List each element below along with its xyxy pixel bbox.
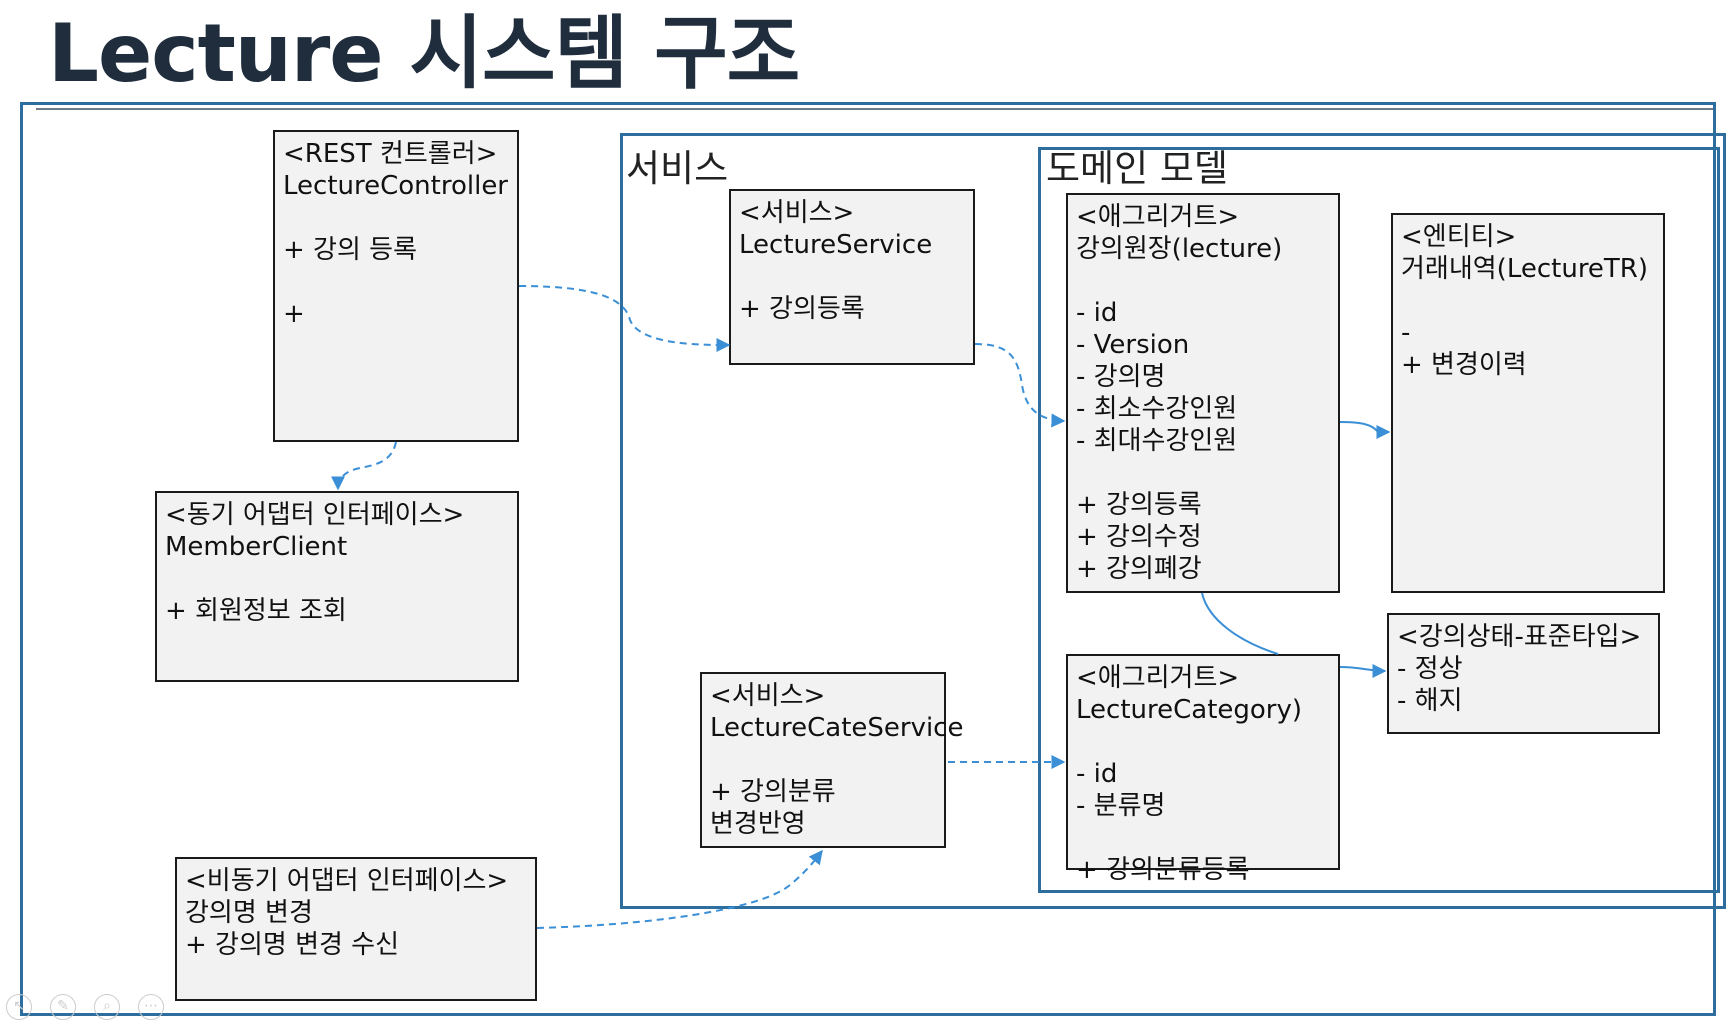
box-text-line: 강의명 변경 — [185, 898, 313, 928]
box-text-line: <애그리거트> — [1076, 202, 1240, 232]
service-to-lecture-aggregate-arrow — [974, 343, 1066, 428]
box-text-line: LectureCategory) — [1076, 695, 1303, 725]
box-text-line: - — [1401, 318, 1411, 348]
box-text-line: <강의상태-표준타입> — [1397, 622, 1642, 652]
service-frame — [620, 133, 1726, 909]
box-text-line: LectureController — [283, 171, 508, 201]
box-text-line: - 최소수강인원 — [1076, 394, 1238, 424]
box-text-line: + 강의분류 — [710, 777, 836, 807]
slide-toolbar: ↖ ✎ ⌕ ⋯ — [6, 994, 182, 1022]
category-aggregate-to-status-arrow — [1339, 663, 1387, 678]
pen-icon[interactable]: ✎ — [50, 994, 76, 1020]
box-text-line: <서비스> — [739, 198, 855, 228]
box-text-line: + — [283, 299, 305, 329]
box-text-line: LectureCateService — [710, 713, 964, 743]
box-text-line: + 강의폐강 — [1076, 554, 1202, 584]
service-frame-label: 서비스 — [626, 147, 729, 190]
box-text-line: - Version — [1076, 330, 1190, 360]
member-client-box: <동기 어댑터 인터페이스>MemberClient + 회원정보 조회 — [155, 491, 519, 682]
async-adapter-to-cate-service-arrow — [536, 849, 823, 929]
box-text-line: - 강의명 — [1076, 362, 1166, 392]
async-adapter-box: <비동기 어댑터 인터페이스>강의명 변경+ 강의명 변경 수신 — [175, 857, 537, 1001]
controller-to-service-arrow — [518, 285, 731, 352]
controller-to-member-client-arrow — [331, 441, 397, 491]
zoom-icon[interactable]: ⌕ — [94, 994, 120, 1020]
box-text-line: + 강의명 변경 수신 — [185, 930, 400, 960]
box-text-line: LectureService — [739, 230, 933, 260]
status-type-box: <강의상태-표준타입>- 정상- 해지 — [1387, 613, 1660, 734]
pointer-icon[interactable]: ↖ — [6, 994, 32, 1020]
lecture-aggregate-to-transaction-arrow — [1339, 421, 1391, 439]
box-text-line: <동기 어댑터 인터페이스> — [165, 500, 465, 530]
box-text-line: + 회원정보 조회 — [165, 596, 347, 626]
box-text-line: - id — [1076, 759, 1118, 789]
box-text-line: - 분류명 — [1076, 791, 1166, 821]
box-text-line: + 강의 등록 — [283, 235, 417, 265]
lecture-controller-box: <REST 컨트롤러>LectureController + 강의 등록 + — [273, 130, 519, 442]
box-text-line: 강의원장(lecture) — [1076, 234, 1283, 264]
box-text-line: + 강의수정 — [1076, 522, 1202, 552]
domain-model-frame — [1038, 147, 1720, 893]
category-aggregate-box: <애그리거트>LectureCategory) - id- 분류명 + 강의분류등록 — [1066, 654, 1340, 885]
box-text-line: <서비스> — [710, 681, 826, 711]
box-text-line: 거래내역(LectureTR) — [1401, 254, 1649, 284]
lecture-service-box: <서비스>LectureService + 강의등록 — [729, 189, 975, 365]
system-frame — [20, 102, 1716, 1016]
box-text-line: <애그리거트> — [1076, 663, 1240, 693]
box-text-line: <엔티티> — [1401, 222, 1517, 252]
transaction-entity-box: <엔티티>거래내역(LectureTR) -+ 변경이력 — [1391, 213, 1665, 593]
box-text-line: - id — [1076, 298, 1118, 328]
box-text-line: 변경반영 — [710, 809, 806, 839]
box-text-line: + 강의등록 — [1076, 490, 1202, 520]
lecture-to-category-association — [1201, 592, 1279, 655]
box-text-line: <REST 컨트롤러> — [283, 139, 498, 169]
box-text-line: + 변경이력 — [1401, 350, 1527, 380]
box-text-line: + 강의분류등록 — [1076, 855, 1250, 885]
title-divider — [36, 108, 1716, 110]
more-icon[interactable]: ⋯ — [138, 994, 164, 1020]
box-text-line: - 해지 — [1397, 686, 1463, 716]
box-text-line: <비동기 어댑터 인터페이스> — [185, 866, 509, 896]
lecture-aggregate-box: <애그리거트>강의원장(lecture)- id- Version- 강의명- … — [1066, 193, 1340, 593]
box-text-line: MemberClient — [165, 532, 348, 562]
page-title: Lecture 시스템 구조 — [48, 7, 800, 100]
box-text-line: - 최대수강인원 — [1076, 426, 1238, 456]
domain-model-frame-label: 도메인 모델 — [1046, 147, 1228, 190]
box-text-line: + 강의등록 — [739, 294, 865, 324]
box-text-line: - 정상 — [1397, 654, 1463, 684]
